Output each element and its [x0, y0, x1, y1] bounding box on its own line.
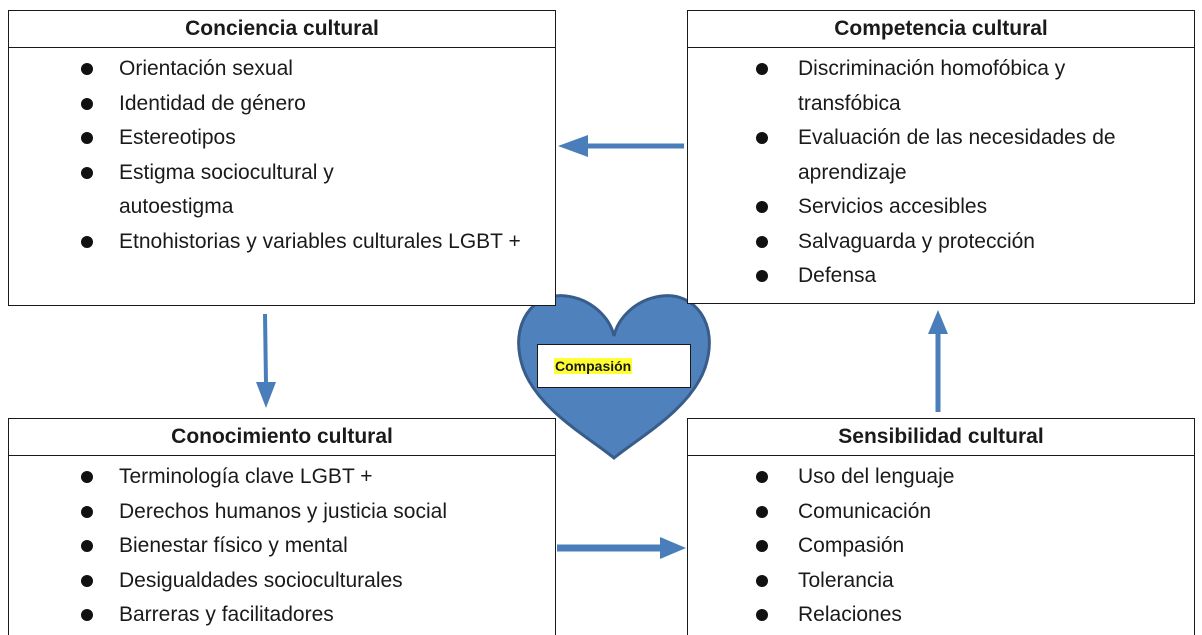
list-item: Bienestar físico y mental — [9, 529, 555, 564]
sensitivity-list: Uso del lenguaje Comunicación Compasión … — [688, 456, 1194, 633]
list-item: Derechos humanos y justicia social — [9, 495, 555, 530]
competence-title: Competencia cultural — [688, 11, 1194, 48]
bullet-icon — [756, 270, 768, 282]
bullet-icon — [81, 471, 93, 483]
compassion-label-box: Compasión — [537, 344, 691, 388]
bullet-icon — [756, 609, 768, 621]
list-item: Comunicación — [688, 495, 1194, 530]
sensitivity-title: Sensibilidad cultural — [688, 419, 1194, 456]
list-item: Etnohistorias y variables culturales LGB… — [9, 225, 555, 260]
bullet-icon — [81, 132, 93, 144]
list-item: Barreras y facilitadores — [9, 598, 555, 633]
bullet-icon — [756, 505, 768, 518]
awareness-box: Conciencia cultural Orientación sexual I… — [8, 10, 556, 306]
list-item: Uso del lenguaje — [688, 460, 1194, 495]
bullet-icon — [756, 235, 768, 248]
list-item: Identidad de género — [9, 87, 555, 122]
list-item: Discriminación homofóbica y transfóbica — [688, 52, 1194, 121]
bullet-icon — [756, 540, 768, 552]
competence-list: Discriminación homofóbica y transfóbica … — [688, 48, 1194, 294]
list-item: Salvaguarda y protección — [688, 225, 1194, 260]
arrow-awareness-to-knowledge — [256, 313, 276, 408]
awareness-list: Orientación sexual Identidad de género E… — [9, 48, 555, 259]
arrow-knowledge-to-sensitivity — [557, 537, 686, 559]
bullet-icon — [756, 471, 768, 483]
bullet-icon — [756, 201, 768, 213]
list-item: Servicios accesibles — [688, 190, 1194, 225]
list-item: Tolerancia — [688, 564, 1194, 599]
knowledge-box: Conocimiento cultural Terminología clave… — [8, 418, 556, 635]
awareness-title: Conciencia cultural — [9, 11, 555, 48]
arrow-sensitivity-to-competence — [928, 310, 948, 412]
list-item: Estigma sociocultural y autoestigma — [9, 156, 555, 225]
list-item: Compasión — [688, 529, 1194, 564]
bullet-icon — [81, 505, 93, 518]
list-item: Defensa — [688, 259, 1194, 294]
list-item: Estereotipos — [9, 121, 555, 156]
sensitivity-box: Sensibilidad cultural Uso del lenguaje C… — [687, 418, 1195, 635]
arrow-competence-to-awareness — [558, 135, 684, 157]
compassion-label: Compasión — [554, 358, 633, 374]
bullet-icon — [81, 540, 93, 552]
bullet-icon — [81, 574, 93, 587]
list-item: Orientación sexual — [9, 52, 555, 87]
bullet-icon — [756, 574, 768, 587]
list-item: Terminología clave LGBT + — [9, 460, 555, 495]
competence-box: Competencia cultural Discriminación homo… — [687, 10, 1195, 304]
bullet-icon — [81, 97, 93, 110]
bullet-icon — [756, 63, 768, 75]
list-item: Desigualdades socioculturales — [9, 564, 555, 599]
bullet-icon — [81, 166, 93, 179]
list-item: Evaluación de las necesidades de aprendi… — [688, 121, 1194, 190]
list-item: Relaciones — [688, 598, 1194, 633]
knowledge-list: Terminología clave LGBT + Derechos human… — [9, 456, 555, 633]
knowledge-title: Conocimiento cultural — [9, 419, 555, 456]
bullet-icon — [81, 63, 93, 75]
bullet-icon — [81, 235, 93, 248]
bullet-icon — [81, 609, 93, 621]
bullet-icon — [756, 132, 768, 144]
